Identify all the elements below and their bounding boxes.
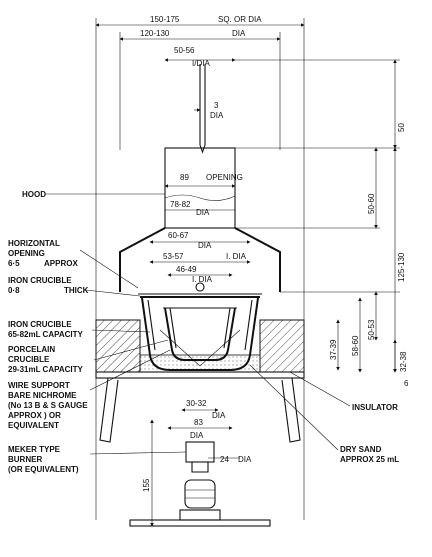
label-wire-support-2: BARE NICHROME	[8, 391, 77, 400]
pin-unit: DIA	[210, 111, 224, 120]
meker-burner: 30-32 DIA 83 DIA 24 DIA 155	[129, 399, 271, 527]
label-porcelain-crucible-2: CRUCIBLE	[8, 355, 50, 364]
hood-width-unit: DIA	[232, 29, 246, 38]
label-iron-crucible-lid-1: IRON CRUCIBLE	[8, 276, 72, 285]
wire-support	[159, 329, 241, 367]
label-meker-burner-3: (OR EQUIVALENT)	[8, 465, 79, 474]
outer-width-dimension: 150-175 SQ. OR DIA	[95, 15, 305, 520]
label-hood: HOOD	[22, 190, 165, 199]
label-iron-crucible-1: IRON CRUCIBLE	[8, 320, 72, 329]
hood-width-value: 120-130	[140, 29, 170, 38]
label-wire-support: WIRE SUPPORT BARE NICHROME (No 13 B & S …	[8, 349, 171, 430]
lid-outer-value: 53-57	[163, 252, 184, 261]
label-wire-support-1: WIRE SUPPORT	[8, 381, 70, 390]
hood: 89 OPENING 78-82 DIA	[164, 147, 243, 229]
hood-top-dimension: 50-56 I/DIA	[164, 46, 236, 68]
label-iron-crucible-lid-2: 0·8	[8, 286, 20, 295]
stand	[95, 371, 305, 443]
cone-top-unit: DIA	[198, 241, 212, 250]
right-58-60-value: 58-60	[351, 335, 360, 356]
label-dry-sand-1: DRY SAND	[340, 445, 382, 454]
thermometer-pin: 3 DIA	[194, 64, 224, 154]
burner-24-value: 24	[220, 455, 229, 464]
cone-top-value: 60-67	[168, 231, 189, 240]
lid-outer-unit: I. DIA	[226, 252, 247, 261]
label-iron-crucible-lid: IRON CRUCIBLE 0·8 THICK	[8, 276, 141, 297]
label-dry-sand: DRY SAND APPROX 25 mL	[249, 364, 399, 464]
label-porcelain-crucible: PORCELAIN CRUCIBLE 29-31mL CAPACITY	[8, 339, 169, 374]
outer-width-value: 150-175	[150, 15, 180, 24]
right-32-38-value: 32-38	[399, 351, 408, 372]
right-37-39-value: 37-39	[329, 339, 338, 360]
label-porcelain-crucible-1: PORCELAIN	[8, 345, 55, 354]
burner-top-unit: DIA	[212, 411, 226, 420]
hood-mid-unit: DIA	[196, 208, 210, 217]
label-horizontal-opening-4: APPROX	[44, 259, 78, 268]
right-125-130-value: 125-130	[397, 252, 406, 282]
label-iron-crucible-lid-3: THICK	[64, 286, 89, 295]
porcelain-crucible	[163, 307, 237, 361]
label-horizontal-opening-2: OPENING	[8, 249, 45, 258]
burner-top-value: 30-32	[186, 399, 207, 408]
hood-opening-label: OPENING	[206, 173, 243, 182]
burner-83-unit: DIA	[190, 431, 204, 440]
hood-width-dimension: 120-130 DIA	[119, 29, 281, 150]
right-50-60-value: 50-60	[367, 193, 376, 214]
label-meker-burner-2: BURNER	[8, 455, 42, 464]
outer-width-unit: SQ. OR DIA	[218, 15, 262, 24]
label-meker-burner: MEKER TYPE BURNER (OR EQUIVALENT)	[8, 445, 187, 474]
label-iron-crucible: IRON CRUCIBLE 65-82mL CAPACITY	[8, 320, 151, 339]
hood-mid-value: 78-82	[170, 200, 191, 209]
label-iron-crucible-2: 65-82mL CAPACITY	[8, 330, 84, 339]
right-dimensions: 50 50-60 125-130 50-53 58-60 37-39 32-38…	[235, 59, 409, 388]
label-insulator: INSULATOR	[289, 371, 398, 412]
right-50-53-value: 50-53	[367, 319, 376, 340]
label-wire-support-3: (No 13 B & S GAUGE	[8, 401, 88, 410]
burner-24-unit: DIA	[238, 455, 252, 464]
iron-crucible	[141, 297, 259, 371]
hood-cone: 60-67 DIA 53-57 I. DIA 46-49 I. DIA	[119, 227, 281, 292]
lid-inner-unit: I. DIA	[192, 275, 213, 284]
burner-height-value: 155	[142, 478, 151, 492]
burner-83-value: 83	[194, 418, 203, 427]
label-hood-text: HOOD	[22, 190, 46, 199]
hood-top-value: 50-56	[174, 46, 195, 55]
label-dry-sand-2: APPROX 25 mL	[340, 455, 399, 464]
label-meker-burner-1: MEKER TYPE	[8, 445, 61, 454]
label-insulator-text: INSULATOR	[352, 403, 398, 412]
hood-inner-value: 89	[180, 173, 189, 182]
crucible-lid	[138, 282, 262, 298]
label-horizontal-opening-1: HORIZONTAL	[8, 239, 60, 248]
lid-inner-value: 46-49	[176, 265, 197, 274]
label-porcelain-crucible-3: 29-31mL CAPACITY	[8, 365, 84, 374]
insulator-block	[95, 319, 305, 373]
right-50-value: 50	[397, 123, 406, 132]
label-horizontal-opening: HORIZONTAL OPENING 6·5 APPROX	[8, 239, 139, 289]
label-wire-support-4: APPROX ) OR	[8, 411, 61, 420]
label-wire-support-5: EQUIVALENT	[8, 421, 59, 430]
hood-top-unit: I/DIA	[192, 59, 210, 68]
pin-value: 3	[214, 101, 219, 110]
label-horizontal-opening-3: 6·5	[8, 259, 20, 268]
marker-6: 6	[404, 379, 409, 388]
